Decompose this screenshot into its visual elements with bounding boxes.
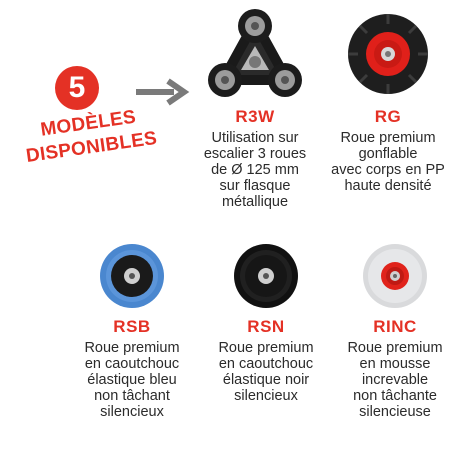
product-description: Roue premium en mousse increvable non tâ… (334, 340, 456, 420)
product-description: Roue premium en caoutchouc élastique noi… (200, 340, 332, 404)
description-line: escalier 3 roues (203, 146, 307, 162)
product-rinc: RINC Roue premium en mousse increvable n… (334, 240, 456, 420)
description-line: haute densité (344, 178, 432, 194)
description-line: Utilisation sur (211, 130, 299, 146)
product-description: Utilisation sur escalier 3 roues de Ø 12… (200, 130, 310, 210)
description-line: sur flasque (219, 178, 291, 194)
product-code: RSN (247, 317, 285, 336)
models-badge: 5 MODÈLES DISPONIBLES (10, 58, 170, 188)
description-line: en mousse (359, 356, 431, 372)
description-line: Roue premium (84, 340, 180, 356)
description-line: élastique noir (222, 372, 310, 388)
description-line: en caoutchouc (84, 356, 180, 372)
product-rsn: RSN Roue premium en caoutchouc élastique… (200, 240, 332, 404)
description-line: métallique (221, 194, 289, 210)
pneumatic-wheel-image (348, 14, 428, 94)
product-r3w: R3W Utilisation sur escalier 3 roues de … (200, 8, 310, 210)
three-wheel-stair-image (208, 9, 302, 97)
count-badge: 5 (55, 66, 99, 110)
badge-label: MODÈLES DISPONIBLES (7, 101, 172, 171)
product-rg: RG Roue premium gonflable avec corps en … (322, 8, 454, 194)
description-line: avec corps en PP (331, 162, 445, 178)
product-code: RINC (373, 317, 417, 336)
blue-rubber-wheel-image (100, 244, 164, 308)
description-line: silencieux (234, 388, 298, 404)
product-rsb: RSB Roue premium en caoutchouc élastique… (66, 240, 198, 420)
description-line: Roue premium (347, 340, 443, 356)
description-line: gonflable (358, 146, 418, 162)
description-line: de Ø 125 mm (211, 162, 299, 178)
arrow-right-icon (136, 78, 190, 106)
description-line: non tâchante (353, 388, 437, 404)
description-line: Roue premium (218, 340, 314, 356)
description-line: silencieux (100, 404, 164, 420)
product-code: RSB (113, 317, 151, 336)
black-rubber-wheel-image (234, 244, 298, 308)
product-description: Roue premium gonflable avec corps en PP … (322, 130, 454, 194)
description-line: élastique bleu (87, 372, 177, 388)
description-line: Roue premium (340, 130, 436, 146)
product-description: Roue premium en caoutchouc élastique ble… (66, 340, 198, 420)
product-code: R3W (235, 107, 275, 126)
description-line: increvable (361, 372, 429, 388)
description-line: non tâchant (94, 388, 170, 404)
description-line: en caoutchouc (218, 356, 314, 372)
foam-wheel-image (363, 244, 427, 308)
description-line: silencieuse (359, 404, 431, 420)
product-code: RG (374, 107, 402, 126)
